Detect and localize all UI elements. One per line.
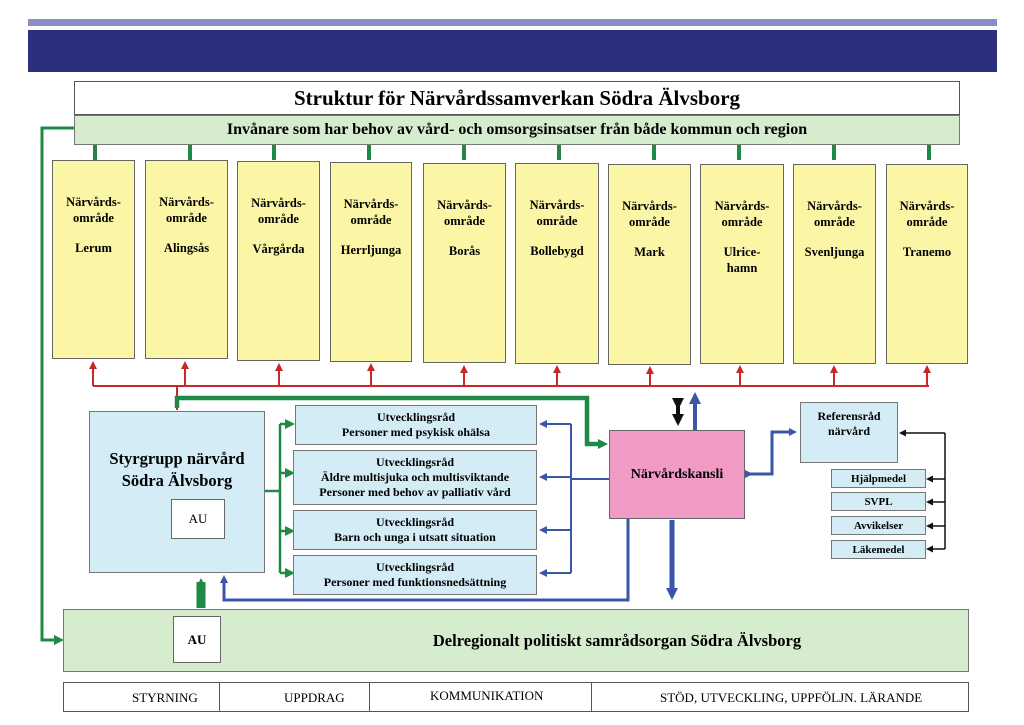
area-name: Ulrice- (723, 245, 761, 259)
uppdrag-council-lines (265, 419, 295, 578)
styrgrupp-line: Södra Älvsborg (121, 471, 233, 490)
area-label: Närvårds- (807, 199, 862, 213)
area-label: Närvårds- (159, 195, 214, 209)
area-label: område (721, 215, 763, 229)
area-label: område (73, 211, 114, 225)
area-label: område (536, 214, 578, 228)
legend-item-uppdrag: UPPDRAG (220, 683, 370, 711)
council-head: Utvecklingsråd (376, 515, 454, 529)
stod-council-lines (539, 420, 609, 577)
referensrad-line: Referensråd (817, 409, 881, 423)
legend-label: KOMMUNIKATION (430, 688, 544, 703)
group-svpl: SVPL (831, 492, 926, 511)
header-bar (28, 30, 997, 72)
council-head: Utvecklingsråd (376, 455, 454, 469)
legend: STYRNING UPPDRAG KOMMUNIKATION STÖD, UTV… (63, 682, 969, 712)
area-name: Vårgårda (252, 242, 305, 256)
kommunikation-ref-lines (899, 429, 946, 553)
stod-styrgrupp-line (220, 519, 630, 602)
legend-item-styrning: STYRNING (64, 683, 220, 711)
styrgrupp-line: Styrgrupp närvård (109, 449, 245, 468)
legend-label: STÖD, UTVECKLING, UPPFÖLJN. LÄRANDE (660, 690, 923, 705)
legend-item-kommunikation: KOMMUNIKATION (370, 683, 592, 711)
area-label: Närvårds- (714, 199, 770, 213)
area-label: Närvårds- (529, 198, 585, 212)
political-label: Delregionalt politiskt samrådsorgan Södr… (432, 630, 802, 650)
area-label: område (350, 213, 392, 227)
top-accent-stripe (28, 19, 997, 26)
narvardskansli-box: Närvårdskansli (609, 430, 745, 519)
area-name: Herrljunga (340, 243, 402, 257)
area-name: Bollebygd (530, 244, 584, 258)
diagram-title: Struktur för Närvårdssamverkan Södra Älv… (74, 81, 960, 115)
area-label: Närvårds- (251, 196, 306, 210)
council-head: Utvecklingsråd (377, 410, 455, 424)
styrning-lines (89, 361, 931, 410)
legend-label: UPPDRAG (284, 690, 345, 705)
citizen-area-links (93, 145, 931, 160)
political-au-box: AU (173, 616, 221, 663)
legend-item-stod: STÖD, UTVECKLING, UPPFÖLJN. LÄRANDE (592, 683, 970, 711)
area-label: Närvårds- (343, 197, 399, 211)
area-name: Lerum (75, 241, 112, 255)
area-name: Tranemo (902, 245, 952, 259)
citizens-bar: Invånare som har behov av vård- och omso… (74, 115, 960, 145)
group-avvikelser: Avvikelser (831, 516, 926, 535)
referensrad-line: närvård (828, 424, 870, 438)
council-line: Personer med funktionsnedsättning (323, 575, 507, 589)
area-label: område (906, 215, 948, 229)
area-name: Alingsås (163, 241, 210, 255)
council-line: Personer med behov av palliativ vård (319, 485, 511, 499)
area-name: Svenljunga (804, 245, 865, 259)
area-label: Närvårds- (899, 199, 955, 213)
area-name: Mark (634, 245, 665, 259)
area-name: hamn (726, 261, 758, 275)
styrgrupp-au-box: AU (171, 499, 225, 539)
area-label: område (444, 214, 485, 228)
area-label: Närvårds- (622, 199, 677, 213)
area-label: område (629, 215, 670, 229)
area-label: Närvårds- (66, 195, 121, 209)
council-head: Utvecklingsråd (376, 560, 454, 574)
legend-label: STYRNING (132, 690, 198, 705)
group-hjalpmedel: Hjälpmedel (831, 469, 926, 488)
area-label: område (814, 215, 855, 229)
group-lakemedel: Läkemedel (831, 540, 926, 559)
council-line: Personer med psykisk ohälsa (341, 425, 491, 439)
political-body-box: AU Delregionalt politiskt samrådsorgan S… (63, 609, 969, 672)
uppdrag-kansli-line (174, 395, 608, 449)
uppdrag-left-line (40, 126, 74, 645)
area-label: område (166, 211, 207, 225)
area-label: Närvårds- (437, 198, 492, 212)
area-name: Borås (448, 244, 481, 258)
council-line: Barn och unga i utsatt situation (334, 530, 496, 544)
area-label: område (258, 212, 299, 226)
stod-ref-line (745, 428, 797, 478)
council-line: Äldre multisjuka och multisviktande (320, 470, 510, 484)
